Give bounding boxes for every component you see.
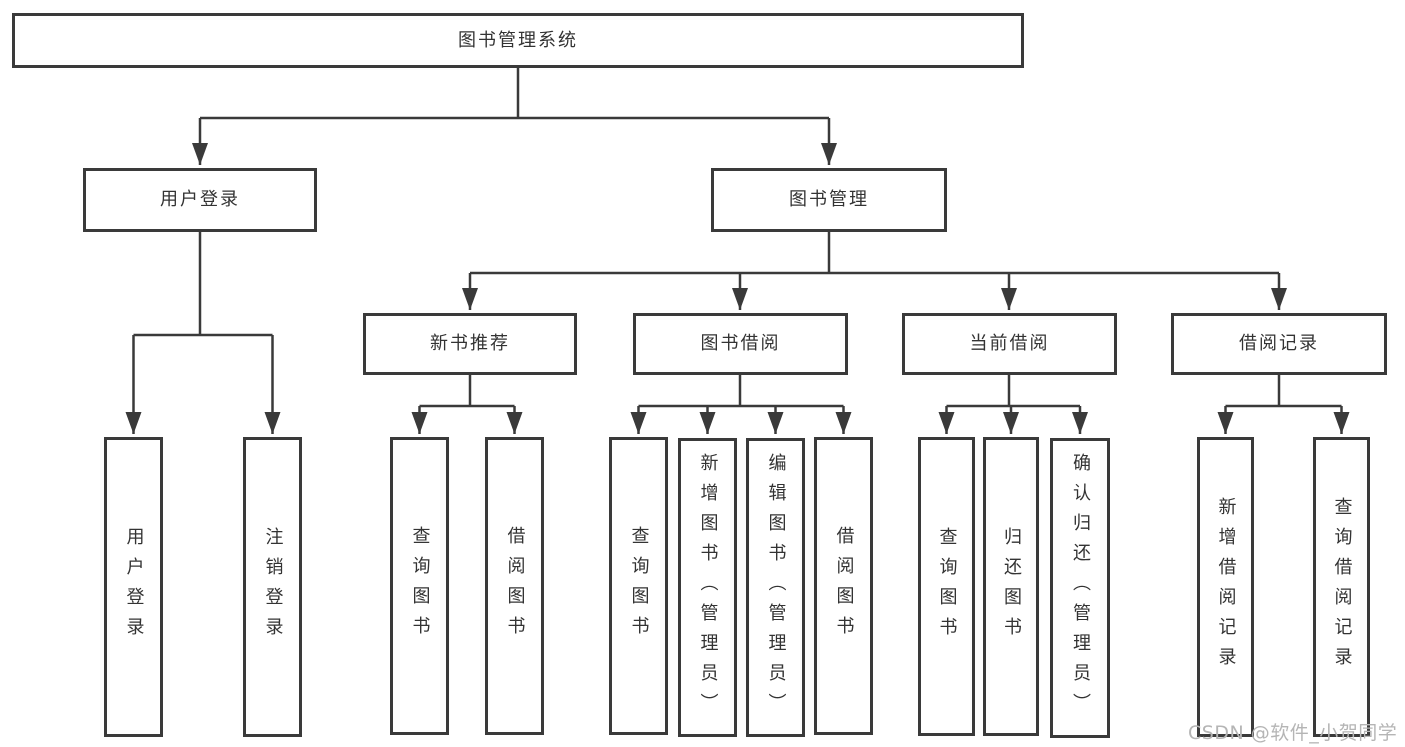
leaf-edit-book-admin: 编辑图书（管理员） (746, 438, 805, 737)
leaf-add-book-admin: 新增图书（管理员） (678, 438, 737, 737)
leaf-confirm-return-admin: 确认归还（管理员） (1050, 438, 1110, 738)
node-current-borrow: 当前借阅 (902, 313, 1117, 375)
connector-new-book-children (411, 375, 523, 434)
node-book-management: 图书管理 (711, 168, 947, 232)
leaf-current-query-books: 查询图书 (918, 437, 975, 736)
leaf-borrow-query-books: 查询图书 (609, 437, 668, 735)
node-new-book-recommend: 新书推荐 (363, 313, 577, 375)
connector-root-to-level2 (192, 68, 837, 165)
leaf-recommend-query-books: 查询图书 (390, 437, 449, 735)
node-book-borrow: 图书借阅 (633, 313, 848, 375)
connector-book-borrow-children (630, 375, 852, 434)
node-borrow-records: 借阅记录 (1171, 313, 1387, 375)
leaf-query-borrow-record: 查询借阅记录 (1313, 437, 1370, 737)
connector-borrow-records-children (1217, 375, 1350, 434)
node-user-login: 用户登录 (83, 168, 317, 232)
leaf-add-borrow-record: 新增借阅记录 (1197, 437, 1254, 737)
leaf-user-login: 用户登录 (104, 437, 163, 737)
leaf-borrow-book: 借阅图书 (814, 437, 873, 735)
connector-user-login-children (125, 232, 281, 434)
node-root: 图书管理系统 (12, 13, 1024, 68)
leaf-logout: 注销登录 (243, 437, 302, 737)
leaf-recommend-borrow-books: 借阅图书 (485, 437, 544, 735)
leaf-return-book: 归还图书 (983, 437, 1039, 736)
connector-current-borrow-children (938, 375, 1088, 434)
connector-book-management-modules (462, 232, 1287, 310)
watermark: CSDN @软件_小贺同学 (1188, 722, 1398, 744)
